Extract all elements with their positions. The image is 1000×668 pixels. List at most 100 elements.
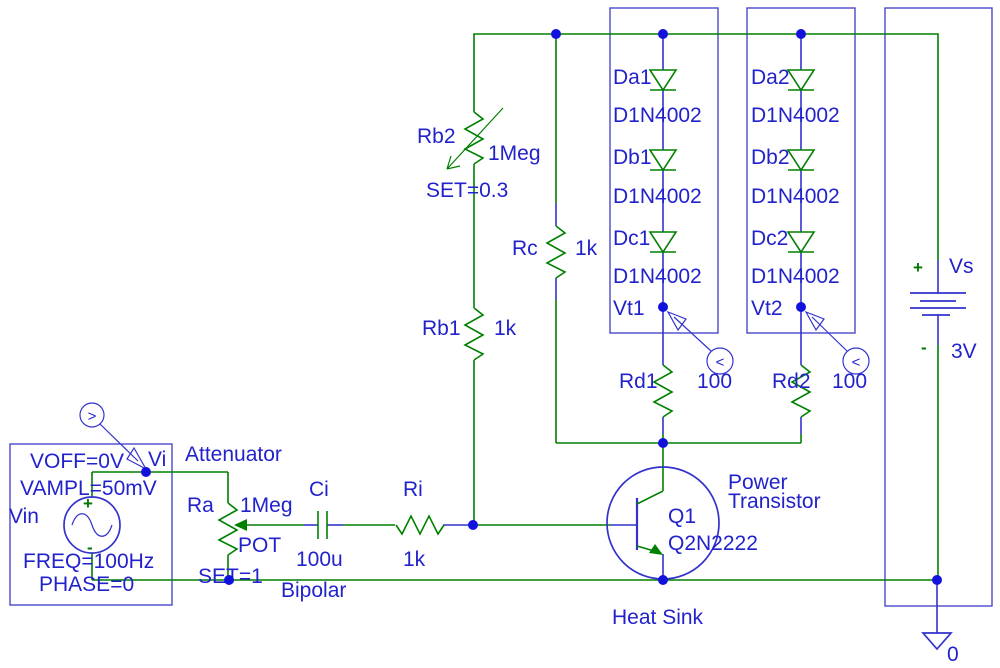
bipolar-label: Bipolar [281,579,346,602]
da2-triangle-icon [786,69,816,92]
variable-arrow-icon [446,107,504,170]
vin-plus-sign: + [83,494,93,513]
db1-triangle-icon [648,149,678,172]
component-db2-diode[interactable] [786,149,816,172]
ri-value-label: 1k [403,548,426,571]
rd1-zigzag[interactable] [652,364,674,418]
rd2-value-label: 100 [832,370,867,393]
da1-model-label: D1N4002 [613,104,702,127]
net-label-vt1: Vt1 [613,297,645,320]
probe-arrowhead-icon [666,310,687,332]
rd2-ref-label: Rd2 [772,370,811,393]
source-block-outline[interactable] [9,443,173,606]
component-vs-battery[interactable] [910,292,966,316]
da1-ref-label: Da1 [613,66,652,89]
db1-ref-label: Db1 [613,146,652,169]
junction-dot-ra-bottom [224,575,234,585]
component-dc2-diode[interactable] [786,231,816,254]
vs-value-label: 3V [951,340,977,363]
vs-minus-sign: - [921,338,927,357]
component-db1-diode[interactable] [648,149,678,172]
rb1-value-label: 1k [494,317,517,340]
ra-ref-label: Ra [187,494,214,517]
junction-dot-top-rc [551,29,561,39]
vin-ref-label: Vin [9,505,39,528]
component-da1-diode[interactable] [648,69,678,92]
vt1-probe-glyph: < [716,354,725,371]
da1-triangle-icon [648,69,678,92]
rd1-value-label: 100 [697,370,732,393]
junction-dot-top-d2 [796,29,806,39]
ground-triangle-icon [921,632,953,651]
rc-zigzag[interactable] [545,225,567,279]
junction-dot-emitter [658,575,668,585]
net-label-vt2: Vt2 [751,297,783,320]
component-ground[interactable] [921,632,953,651]
ra-value-label: 1Meg [240,494,293,517]
rd2-zigzag[interactable] [790,364,812,418]
sine-wave-icon [71,513,113,537]
rc-value-label: 1k [575,237,598,260]
da2-ref-label: Da2 [751,66,790,89]
vin-vampl-label: VAMPL=50mV [20,477,157,500]
ra-zigzag[interactable] [217,502,239,556]
vin-voff-label: VOFF=0V [30,450,124,473]
db2-triangle-icon [786,149,816,172]
ground-net-label: 0 [947,643,959,666]
q1-ref-label: Q1 [668,505,696,528]
q1-collector-diagonal [636,490,664,505]
junction-dot-vt2 [796,302,806,312]
component-rb2[interactable] [446,107,504,170]
vin-freq-label: FREQ=100Hz [23,550,154,573]
da2-model-label: D1N4002 [751,104,840,127]
pot-wiper-arrow-icon [234,519,247,531]
marker-vt1-probe[interactable] [666,310,734,375]
dc2-model-label: D1N4002 [751,265,840,288]
power-label-line2: Transistor [728,490,821,513]
dc2-ref-label: Dc2 [751,227,788,250]
rd1-ref-label: Rd1 [619,370,658,393]
probe-arrow-line [811,316,848,352]
rb2-set-label: SET=0.3 [426,179,508,202]
junction-dot-vi [141,467,151,477]
junction-dot-collector [658,438,668,448]
ci-ref-label: Ci [309,478,329,501]
component-da2-diode[interactable] [786,69,816,92]
vs-plus-sign: + [913,258,923,277]
probe-circle-icon[interactable] [79,402,105,428]
vin-phase-label: PHASE=0 [39,573,134,596]
junction-dot-ground [932,575,942,585]
probe-arrow-line [673,316,712,352]
rb1-zigzag[interactable] [463,307,485,361]
diode-string1-outline[interactable] [609,7,719,334]
component-vin-source[interactable] [63,496,121,554]
probe-circle-icon[interactable] [706,347,734,375]
component-ci-cap[interactable] [317,511,328,539]
vin-circle[interactable] [63,496,121,554]
wire-top-rail[interactable] [473,33,939,260]
dc1-triangle-icon [648,231,678,254]
marker-vt2-probe[interactable] [804,310,870,375]
ra-kind-label: POT [238,534,281,557]
component-dc1-diode[interactable] [648,231,678,254]
junction-dot-base-node [468,520,478,530]
ri-zigzag[interactable] [395,514,445,536]
marker-vin-probe[interactable] [79,402,148,471]
rb2-ref-label: Rb2 [417,125,456,148]
attenuator-label: Attenuator [185,443,282,466]
probe-circle-icon[interactable] [842,347,870,375]
probe-arrowhead-icon [804,310,825,332]
component-ra-pot[interactable] [217,502,247,556]
rb2-zigzag[interactable] [463,111,485,165]
db2-model-label: D1N4002 [751,185,840,208]
dc1-ref-label: Dc1 [613,227,650,250]
battery-outline[interactable] [884,7,993,607]
vs-ref-label: Vs [949,255,974,278]
dc2-triangle-icon [786,231,816,254]
vt2-probe-glyph: < [852,354,861,371]
vin-minus-sign: - [87,538,93,557]
junction-dot-top-d1 [658,29,668,39]
power-label-line1: Power [728,471,788,494]
